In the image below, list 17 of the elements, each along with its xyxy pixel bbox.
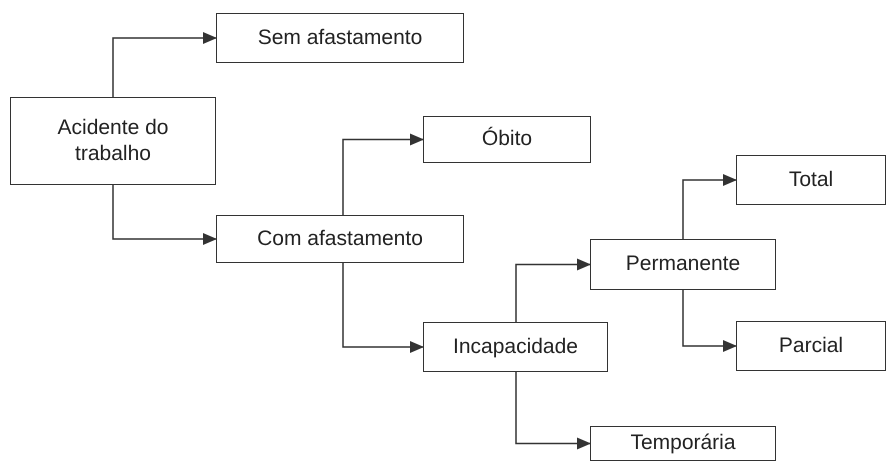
arrow xyxy=(682,290,737,352)
arrow xyxy=(342,263,424,353)
arrow xyxy=(112,185,217,245)
process-box: Com afastamento xyxy=(216,215,464,263)
process-box: Parcial xyxy=(736,321,886,371)
process-box: Acidente do trabalho xyxy=(10,97,216,185)
process-box: Incapacidade xyxy=(423,322,608,372)
process-box: Sem afastamento xyxy=(216,13,464,63)
process-box: Temporária xyxy=(590,426,776,461)
arrow xyxy=(112,32,217,97)
arrow xyxy=(515,258,591,322)
process-box: Total xyxy=(736,155,886,205)
arrow xyxy=(342,134,424,215)
process-box: Permanente xyxy=(590,239,776,290)
arrow xyxy=(515,372,591,450)
arrow xyxy=(682,174,737,239)
process-box: Óbito xyxy=(423,116,591,163)
